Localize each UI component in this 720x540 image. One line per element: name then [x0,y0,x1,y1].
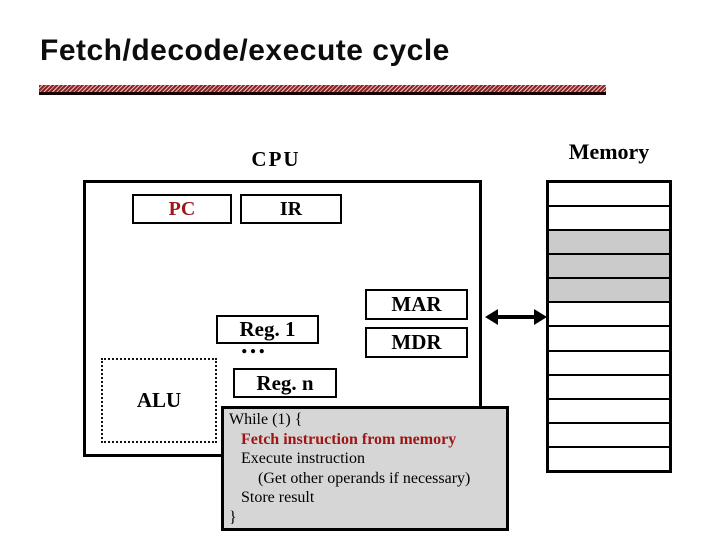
regn-register-box: Reg. n [233,368,337,398]
code-line: While (1) { [229,411,303,428]
memory-cell [549,445,669,470]
mdr-register-label: MDR [391,330,442,354]
mar-register-label: MAR [391,292,442,316]
memory-cell [549,205,669,230]
memory-cell [549,301,669,326]
cpu-label: CPU [251,147,301,171]
memory-box [546,180,672,473]
title-underline-bar [39,85,606,95]
code-line: Execute instruction [241,450,365,467]
memory-cell [549,397,669,422]
code-line: (Get other operands if necessary) [258,469,471,487]
memory-cell [549,253,669,278]
pc-register-box: PC [132,194,232,224]
regn-register-label: Reg. n [256,370,314,395]
memory-cell [549,183,669,206]
memory-label: Memory [568,139,650,164]
cpu-memory-bus-arrow [485,309,547,326]
slide-title: Fetch/decode/execute cycle [40,34,450,67]
code-line: Store result [241,489,315,506]
code-box: While (1) { Fetch instruction from memory… [221,406,509,531]
memory-cell [549,373,669,398]
code-line: Fetch instruction from memory [241,430,457,448]
alu-label: ALU [136,388,182,412]
arrow-left-head-icon [485,309,498,325]
ir-register-box: IR [240,194,342,224]
memory-cell [549,349,669,374]
arrow-right-head-icon [534,309,547,325]
registers-ellipsis: … [240,330,267,359]
mdr-register-box: MDR [365,327,468,358]
memory-cell [549,277,669,302]
reg1-register-box: Reg. 1 [216,315,319,344]
memory-cell [549,325,669,350]
reg1-register-label: Reg. 1 [239,317,296,341]
code-line: } [229,508,237,526]
mar-register-box: MAR [365,289,468,320]
ir-register-label: IR [279,197,303,220]
pc-register-label: PC [168,197,196,220]
alu-box: ALU [101,358,217,443]
arrow-line [493,315,539,319]
memory-cell [549,229,669,254]
memory-cell [549,421,669,446]
